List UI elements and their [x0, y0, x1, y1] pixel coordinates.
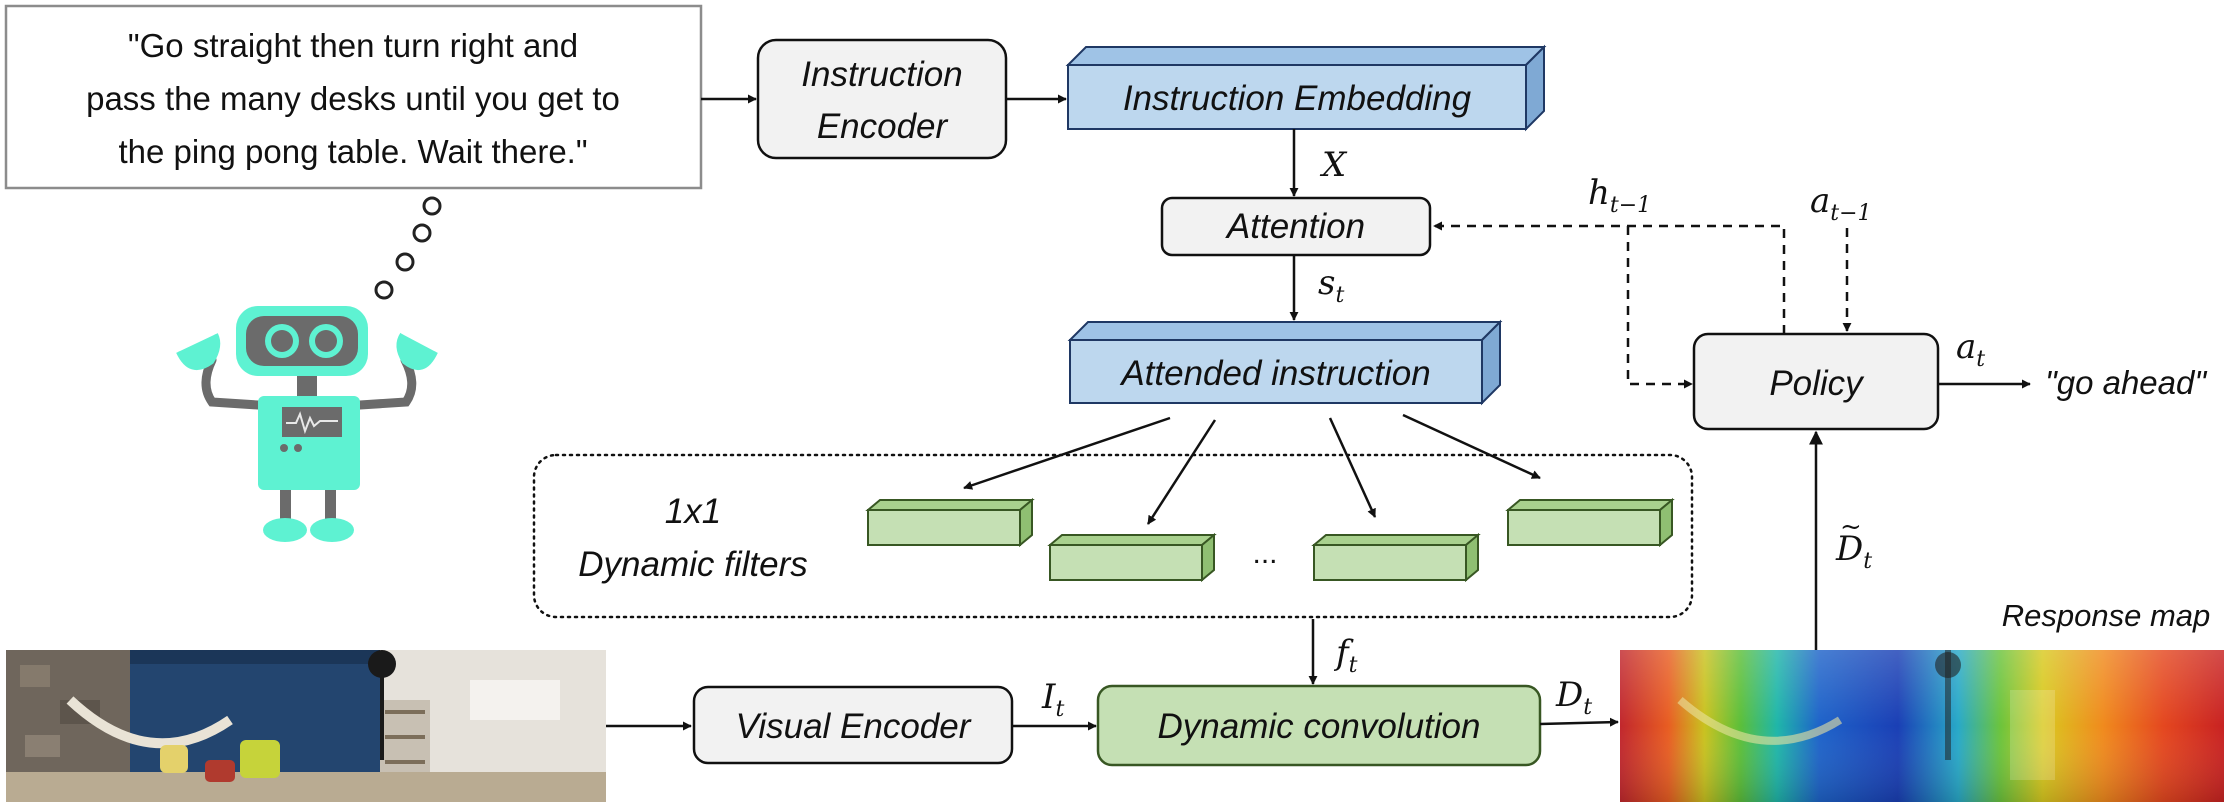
recurrent-arrows	[1433, 221, 1852, 389]
attended-instruction-block: Attended instruction	[1067, 319, 1503, 406]
instruction-encoder-label-2: Encoder	[817, 107, 949, 146]
visual-encoder-label: Visual Encoder	[736, 707, 972, 746]
instruction-line-3: the ping pong table. Wait there."	[118, 133, 587, 170]
dynamic-filters-group: 1x1 Dynamic filters ...	[532, 453, 1694, 619]
instruction-text-box: "Go straight then turn right and pass th…	[4, 4, 703, 190]
dynamic-filter-1	[865, 497, 1035, 548]
policy-block: Policy	[1692, 332, 1940, 431]
label-s: st	[1318, 263, 1344, 308]
dynamic-convolution-block: Dynamic convolution	[1096, 684, 1542, 767]
dynamic-filter-4	[1505, 497, 1675, 548]
panorama-input-image	[6, 650, 606, 802]
instruction-encoder-block: Instruction Encoder	[756, 38, 1008, 160]
action-output-label: "go ahead"	[2045, 364, 2207, 401]
visual-encoder-block: Visual Encoder	[692, 685, 1014, 765]
instruction-line-2: pass the many desks until you get to	[86, 80, 620, 117]
dynamic-convolution-label: Dynamic convolution	[1158, 707, 1481, 746]
dynamic-filter-3	[1311, 532, 1481, 583]
response-map-label: Response map	[2002, 598, 2211, 633]
label-i: It	[1041, 677, 1064, 722]
dynamic-filters-title-2: Dynamic filters	[578, 545, 807, 584]
label-x: X	[1319, 145, 1348, 185]
label-a: at	[1956, 327, 1985, 372]
instruction-line-1: "Go straight then turn right and	[128, 27, 578, 64]
instruction-embedding-block: Instruction Embedding	[1065, 44, 1547, 132]
instruction-embedding-label: Instruction Embedding	[1123, 79, 1472, 118]
attention-label: Attention	[1225, 207, 1365, 246]
thought-bubbles-icon	[374, 196, 442, 300]
response-map-image	[1620, 650, 2224, 802]
filters-ellipsis: ...	[1252, 537, 1277, 570]
dynamic-filter-2	[1047, 532, 1217, 583]
attended-instruction-label: Attended instruction	[1119, 354, 1430, 393]
robot-illustration	[176, 196, 442, 542]
label-d-tilde: Dt	[1835, 529, 1872, 574]
label-h-prev: ht−1	[1588, 173, 1651, 218]
label-a-prev: at−1	[1810, 181, 1872, 226]
flow-arrows	[606, 94, 2031, 731]
dynamic-filters-title-1: 1x1	[665, 492, 721, 531]
label-d-tilde-mark: ~	[1840, 512, 1862, 542]
label-f: ft	[1333, 633, 1358, 678]
policy-label: Policy	[1769, 364, 1865, 403]
instruction-encoder-label-1: Instruction	[801, 55, 962, 94]
label-d: Dt	[1555, 675, 1592, 720]
attention-block: Attention	[1160, 196, 1432, 257]
